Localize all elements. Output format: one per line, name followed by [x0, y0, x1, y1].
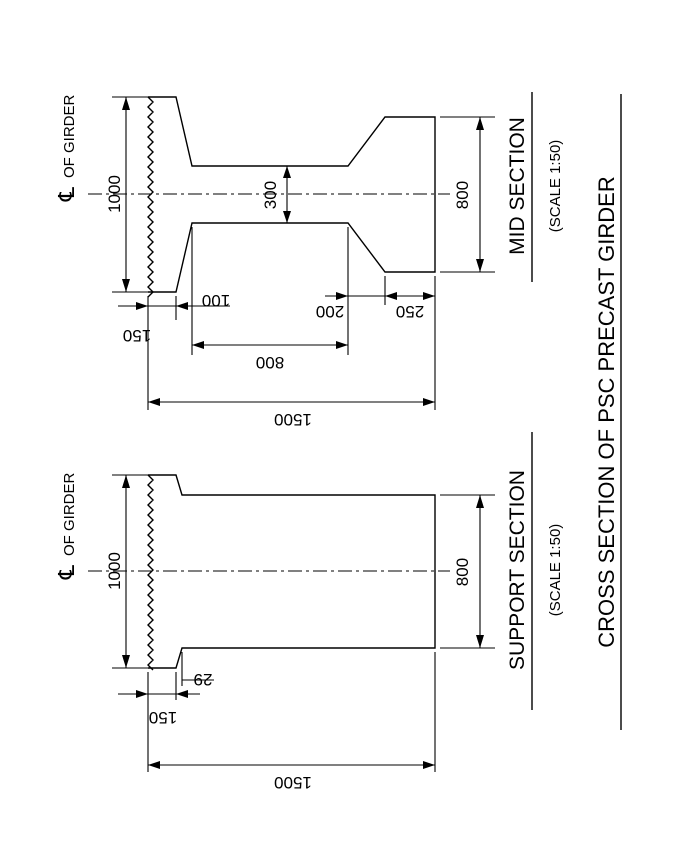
- arrow-head: [423, 292, 435, 300]
- arrow-head: [136, 690, 148, 698]
- arrow-head: [192, 341, 204, 349]
- arrow-head: [148, 761, 160, 769]
- support-section: 1000 ℄ OF GIRDER 800 150 29 1500 SUPPORT…: [54, 432, 564, 792]
- arrow-head: [476, 259, 484, 272]
- mid-dim-200-label: 200: [316, 302, 344, 321]
- mid-dim-800b-label: 800: [453, 181, 472, 209]
- arrow-head: [423, 398, 435, 406]
- arrow-head: [385, 292, 397, 300]
- mid-dim-300-label: 300: [261, 181, 280, 209]
- mid-dim-150-label: 150: [123, 326, 151, 345]
- arrow-head: [476, 495, 484, 508]
- mid-section-top-surface: [147, 96, 154, 298]
- arrow-head: [283, 166, 291, 178]
- mid-dim-800w-label: 800: [256, 353, 284, 372]
- sup-centerline-symbol: ℄: [54, 564, 79, 580]
- mid-dim-100-label: 100: [202, 291, 230, 310]
- sup-dim-150-label: 150: [149, 708, 177, 727]
- arrow-head: [336, 292, 348, 300]
- support-section-scale: (SCALE 1:50): [547, 524, 564, 617]
- sup-dim-1000-label: 1000: [105, 552, 124, 590]
- arrow-head: [476, 635, 484, 648]
- arrow-head: [136, 302, 148, 310]
- arrow-head: [176, 302, 188, 310]
- mid-dim-250-label: 250: [396, 302, 424, 321]
- mid-section-outline: [148, 96, 436, 293]
- support-section-outline: [148, 474, 436, 669]
- arrow-head: [423, 761, 435, 769]
- sup-dim-800-label: 800: [453, 558, 472, 586]
- sup-centerline-text: OF GIRDER: [61, 472, 78, 556]
- arrow-head: [336, 341, 348, 349]
- mid-dim-1500-label: 1500: [274, 410, 312, 429]
- mid-dim-1000-label: 1000: [105, 175, 124, 213]
- mid-centerline-symbol: ℄: [54, 186, 79, 202]
- arrow-head: [122, 655, 130, 668]
- arrow-head: [122, 475, 130, 488]
- mid-section: 1000 ℄ OF GIRDER 300 800 150 100: [54, 92, 564, 429]
- arrow-head: [476, 117, 484, 130]
- arrow-head: [122, 97, 130, 110]
- arrow-head: [283, 211, 291, 223]
- arrow-head: [148, 398, 160, 406]
- drawing-title: CROSS SECTION OF PSC PRECAST GIRDER: [594, 176, 619, 647]
- support-section-title: SUPPORT SECTION: [506, 470, 529, 670]
- sup-dim-1500-label: 1500: [274, 773, 312, 792]
- support-section-top-surface: [147, 474, 154, 671]
- sup-dim-29-label: 29: [194, 670, 213, 689]
- mid-section-title: MID SECTION: [506, 117, 529, 255]
- mid-section-scale: (SCALE 1:50): [547, 140, 564, 233]
- mid-centerline-text: OF GIRDER: [61, 94, 78, 178]
- arrow-head: [176, 690, 188, 698]
- arrow-head: [122, 279, 130, 292]
